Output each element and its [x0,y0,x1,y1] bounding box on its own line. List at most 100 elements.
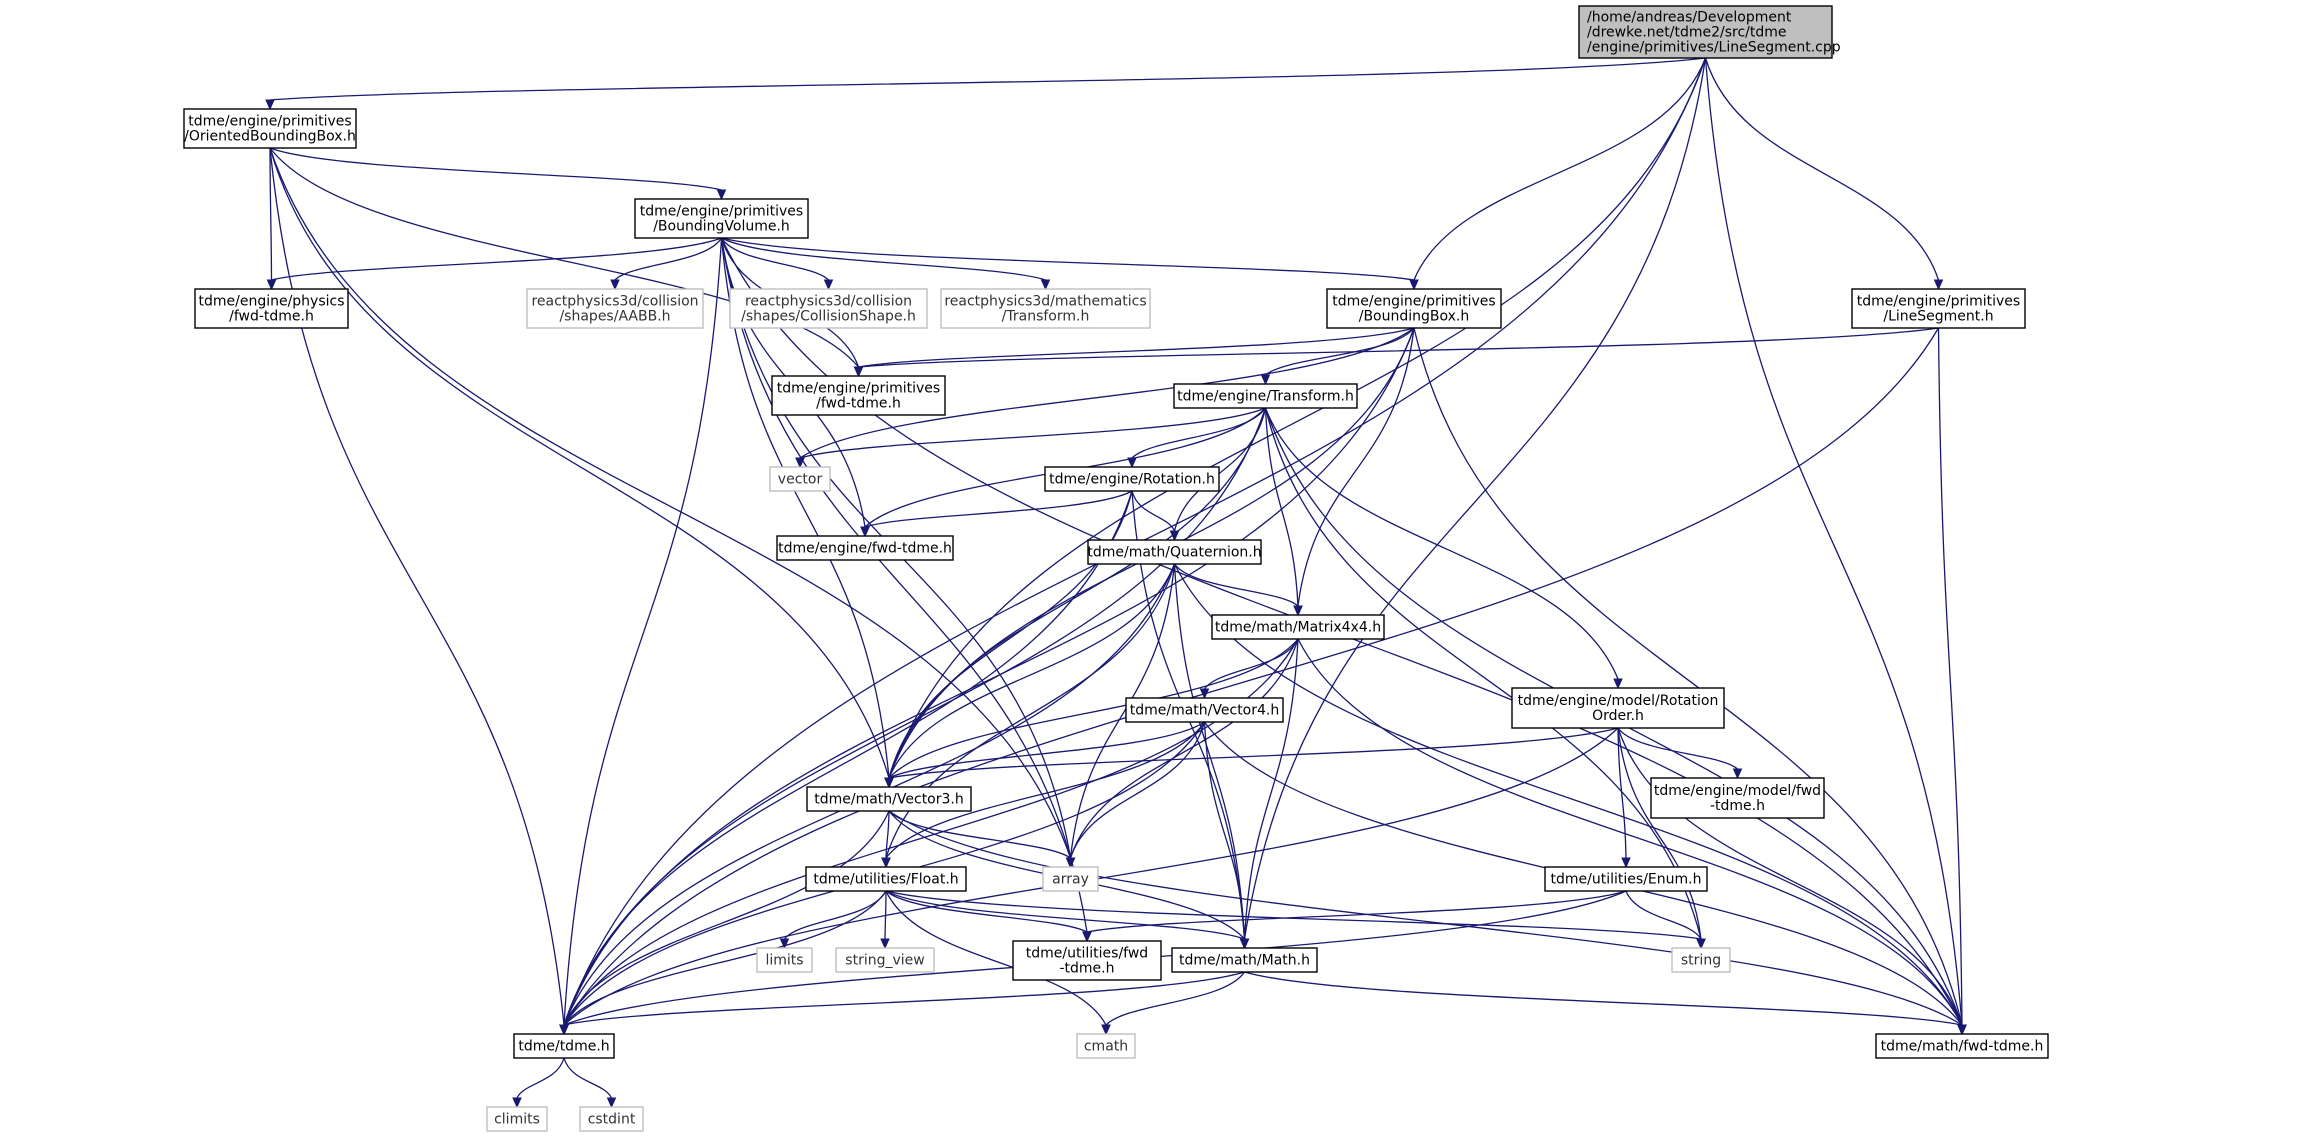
node-v3[interactable]: tdme/math/Vector3.h [806,786,972,812]
node-label-line: reactphysics3d/collision [531,294,698,310]
arrowhead-icon [610,279,620,291]
edge-mathh-to-tdme [559,971,1245,1036]
edge-line [1086,890,1627,933]
node-label-line: tdme/engine/fwd-tdme.h [778,541,952,557]
edge-line [269,147,1072,859]
node-tdme[interactable]: tdme/tdme.h [513,1033,615,1059]
edge-obb-to-tdme [269,147,569,1036]
arrowhead-icon [606,1097,617,1109]
node-climits: climits [486,1106,548,1132]
node-utilfwd[interactable]: tdme/utilities/fwd-tdme.h [1012,940,1162,981]
arrowhead-icon [559,1024,569,1036]
node-enginefwd[interactable]: tdme/engine/fwd-tdme.h [776,535,954,561]
node-box [634,198,809,239]
edge-line [563,327,1940,1026]
edge-line [563,490,1133,1026]
edge-line [1173,563,1246,940]
node-primfwd[interactable]: tdme/engine/primitives/fwd-tdme.h [771,375,946,416]
node-box [1042,866,1099,892]
node-label-line: tdme/engine/physics [198,294,344,310]
arrowhead-icon [853,366,864,378]
node-label-line: /BoundingVolume.h [653,219,790,235]
node-mathfwd[interactable]: tdme/math/fwd-tdme.h [1875,1033,2049,1059]
edge-line [1704,57,1940,281]
edge-line [563,327,1415,1026]
node-mat[interactable]: tdme/math/Matrix4x4.h [1211,614,1385,640]
node-bv[interactable]: tdme/engine/primitives/BoundingVolume.h [634,198,809,239]
node-label-line: tdme/engine/primitives [1857,294,2020,310]
arrowhead-icon [860,526,870,538]
edge-transform-to-v3 [884,407,1267,789]
edge-root-to-obb [265,57,1706,111]
edge-line [1203,721,1246,940]
edge-line [1264,407,1299,607]
edge-line [799,407,1266,459]
edge-line [563,1057,613,1099]
edge-rotorder-to-enum [1617,727,1631,869]
node-transform[interactable]: tdme/engine/Transform.h [1173,383,1358,409]
node-label-line: tdme/engine/model/fwd [1654,783,1821,799]
edge-line [1617,727,1738,770]
node-physfwd[interactable]: tdme/engine/physics/fwd-tdme.h [194,288,349,329]
node-rotation[interactable]: tdme/engine/Rotation.h [1044,466,1220,492]
edge-line [1625,890,1702,940]
node-label-line: /drewke.net/tdme2/src/tdme [1587,25,1787,41]
arrowhead-icon [823,279,834,291]
edges-layer [265,57,1967,1109]
node-modelfwd[interactable]: tdme/engine/model/fwd-tdme.h [1650,777,1825,819]
node-label-line: reactphysics3d/collision [745,294,912,310]
node-v4[interactable]: tdme/math/Vector4.h [1125,697,1284,723]
edge-line [1265,327,1415,376]
edge-line [1243,57,1707,940]
arrowhead-icon [884,777,894,789]
node-enum[interactable]: tdme/utilities/Enum.h [1544,866,1708,892]
edge-line [888,727,1619,779]
node-quat[interactable]: tdme/math/Quaternion.h [1087,539,1262,565]
node-box [756,947,813,973]
edge-line [563,890,887,1026]
node-obb[interactable]: tdme/engine/primitives/OrientedBoundingB… [183,108,357,149]
edge-bv-to-utilfwd [720,237,1092,943]
edge-float-to-sview [880,890,890,950]
node-box [1125,697,1284,723]
node-label-line: tdme/engine/Transform.h [1177,389,1354,405]
node-box [1173,383,1358,409]
edge-line [1297,638,1963,1026]
arrowhead-icon [1957,1024,1967,1036]
edge-line [269,147,859,368]
node-ls[interactable]: tdme/engine/primitives/LineSegment.h [1851,288,2026,329]
node-label-line: tdme/math/Math.h [1179,953,1310,969]
arrowhead-icon [1409,279,1419,291]
arrowhead-icon [512,1097,522,1109]
node-sview: string_view [835,947,935,973]
edge-bb-to-transform [1260,327,1415,386]
edge-root-to-ls [1704,57,1944,291]
edge-line [888,810,1963,1026]
edge-line [858,327,1415,368]
node-box [776,535,954,561]
edge-line [1413,327,1963,1026]
node-aabb: reactphysics3d/collision/shapes/AABB.h [526,288,704,329]
node-label-line: /fwd-tdme.h [816,396,901,412]
node-box [1076,1033,1136,1059]
edge-bv-to-cshape [720,237,834,291]
node-label-line: tdme/utilities/Float.h [813,872,958,888]
node-box [1012,940,1162,981]
arrowhead-icon [1621,857,1631,869]
node-label-line: tdme/engine/primitives [777,381,940,397]
node-label-line: -tdme.h [1059,961,1114,977]
node-mathh[interactable]: tdme/math/Math.h [1171,947,1318,973]
node-label-line: array [1052,872,1089,888]
edge-bb-to-mathfwd [1413,327,1967,1036]
node-label-line: tdme/math/Vector4.h [1130,703,1279,719]
edge-line [1413,57,1707,281]
node-label-line: -tdme.h [1710,798,1765,814]
node-bb[interactable]: tdme/engine/primitives/BoundingBox.h [1326,288,1502,329]
node-root[interactable]: /home/andreas/Development/drewke.net/tdm… [1578,5,1841,59]
node-float[interactable]: tdme/utilities/Float.h [805,866,967,892]
edge-v4-to-array [1065,721,1206,869]
node-array: array [1042,866,1099,892]
edge-line [720,237,890,779]
